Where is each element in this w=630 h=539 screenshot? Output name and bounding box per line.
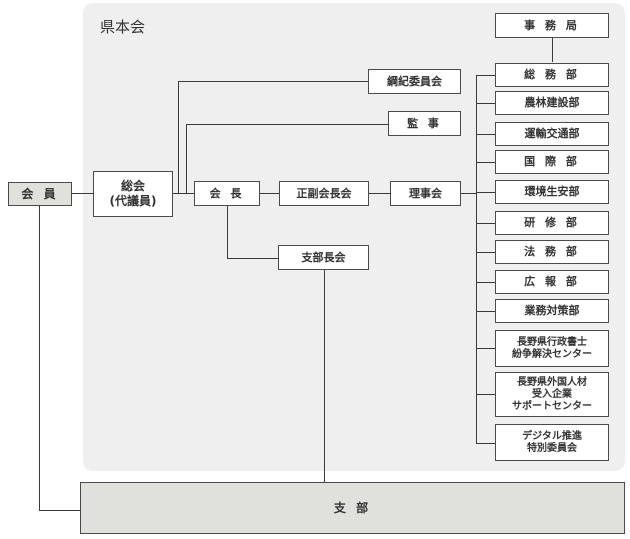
connector [39,510,80,511]
general-assembly-box: 総会 (代議員) [93,171,173,217]
connector [227,258,278,259]
connector [186,124,187,193]
president-box: 会 長 [194,181,260,206]
connector [260,193,279,194]
department-box: 法 務 部 [495,240,609,264]
connector [227,206,228,258]
branch-chiefs-box: 支部長会 [278,245,369,270]
connector [476,282,495,283]
connector [178,81,368,82]
connector [476,192,495,193]
department-box: デジタル推進 特別委員会 [495,424,609,461]
connector [461,193,476,194]
connector [186,124,388,125]
branch-box: 支 部 [80,482,625,534]
connector [476,394,495,395]
connector [476,223,495,224]
department-box: 業務対策部 [495,299,609,323]
department-box: 環境生安部 [495,180,609,204]
connector [178,81,179,193]
discipline-committee-box: 綱紀委員会 [368,69,461,94]
connector [172,193,194,194]
department-box: 広 報 部 [495,270,609,294]
department-box: 運輸交通部 [495,122,609,146]
connector [476,134,495,135]
connector [324,270,325,482]
board-box: 理事会 [390,181,461,206]
members-box: 会 員 [8,182,72,206]
connector [39,205,40,510]
secretariat-box: 事 務 局 [495,13,609,38]
auditors-box: 監 事 [388,111,461,136]
connector [476,103,495,104]
connector [369,193,390,194]
connector [476,75,495,76]
department-box: 国 際 部 [495,150,609,174]
department-box: 長野県行政書士 紛争解決センター [495,330,609,367]
department-box: 農林建設部 [495,91,609,115]
connector [476,75,477,443]
department-box: 研 修 部 [495,211,609,235]
connector [552,38,553,62]
connector [476,348,495,349]
connector [476,252,495,253]
department-box: 総 務 部 [495,63,609,87]
connector [476,162,495,163]
connector [72,193,93,194]
panel-title: 県本会 [100,18,146,36]
department-box: 長野県外国人材 受入企業 サポートセンター [495,372,609,417]
vice-presidents-box: 正副会長会 [279,181,369,206]
connector [476,311,495,312]
connector [476,443,495,444]
